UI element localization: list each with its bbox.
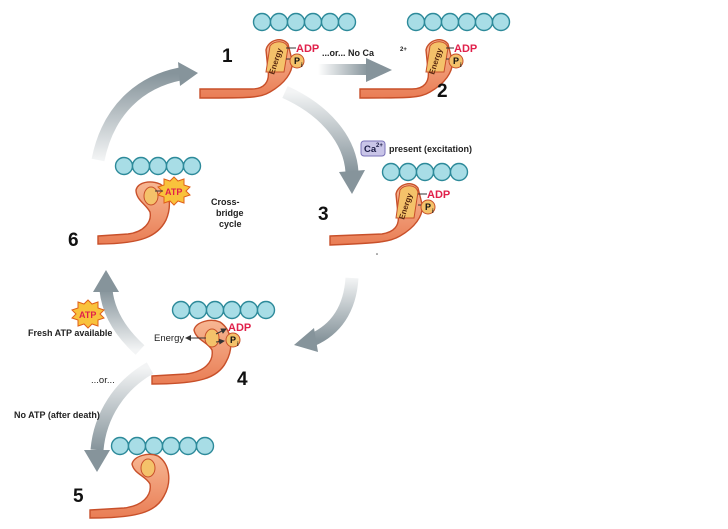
arrow-1-to-2 [318, 58, 392, 82]
dot [376, 253, 378, 255]
myosin-head: Energy [359, 39, 453, 99]
actin-filament [171, 300, 276, 320]
step-number-5: 5 [73, 486, 84, 507]
no-atp-label: No ATP (after death) [14, 410, 100, 420]
svg-text:i: i [301, 63, 303, 69]
state-3: Energy ADP P i 3 [318, 162, 469, 246]
step-number-4: 4 [237, 369, 248, 390]
adp-label: ADP [454, 43, 477, 55]
svg-text:P: P [453, 56, 459, 66]
arrow-4-to-6 [93, 270, 145, 355]
svg-text:P: P [294, 56, 300, 66]
arrow-6-to-1 [91, 62, 198, 162]
adp-label: ADP [427, 189, 450, 201]
step-number-3: 3 [318, 204, 329, 225]
or-label: ...or... [91, 375, 115, 386]
step-number-1: 1 [222, 46, 233, 67]
svg-text:i: i [460, 63, 462, 69]
myosin-head [89, 453, 170, 519]
state-4: Energy ADP P i 4 [151, 300, 276, 390]
svg-text:2+: 2+ [376, 143, 383, 149]
step-number-6: 6 [68, 230, 79, 251]
svg-text:2+: 2+ [400, 47, 407, 53]
myosin-head: Energy [329, 183, 423, 246]
step-number-2: 2 [437, 81, 448, 102]
svg-text:bridge: bridge [216, 208, 244, 218]
cross-bridge-cycle-label: Cross- bridge cycle [211, 197, 244, 229]
calcium-present-label: Ca 2+ present (excitation) [360, 140, 472, 157]
adp-label: ADP [296, 43, 319, 55]
actin-filament [110, 436, 215, 456]
arrow-1-to-3 [282, 86, 365, 194]
svg-text:...or... No Ca: ...or... No Ca [322, 48, 375, 58]
energy-label: Energy [154, 333, 184, 344]
svg-text:Fresh ATP available: Fresh ATP available [28, 328, 112, 338]
svg-text:i: i [237, 342, 239, 348]
svg-text:cycle: cycle [219, 219, 242, 229]
no-calcium-label: ...or... No Ca 2+ [322, 47, 407, 58]
atp-label: ATP [165, 187, 182, 197]
actin-filament [252, 12, 357, 32]
arrow-3-to-4 [294, 277, 359, 352]
fresh-atp-label: ATP Fresh ATP available [28, 299, 112, 338]
myosin-head [151, 319, 232, 385]
myosin-head [97, 181, 171, 245]
svg-text:P: P [425, 202, 431, 212]
svg-text:present (excitation): present (excitation) [389, 144, 472, 154]
phosphate-icon: P i [418, 199, 436, 215]
phosphate-icon: P i [286, 53, 305, 69]
state-1: Energy ADP P i 1 [199, 12, 357, 99]
phosphate-icon: P i [446, 53, 464, 69]
phosphate-icon: P i [215, 332, 241, 348]
calcium-badge [360, 140, 386, 157]
actin-filament [406, 12, 511, 32]
atp-burst-icon: ATP [155, 176, 191, 206]
actin-filament [114, 156, 202, 176]
svg-text:ATP: ATP [79, 310, 96, 320]
state-6: ATP 6 [68, 156, 202, 251]
myosin-head: Energy [199, 39, 293, 99]
svg-text:P: P [230, 335, 236, 345]
atp-burst-icon: ATP [71, 299, 105, 329]
svg-text:Cross-: Cross- [211, 197, 240, 207]
svg-text:Ca: Ca [364, 144, 377, 155]
svg-text:i: i [432, 209, 434, 215]
arrow-4-to-5 [84, 362, 154, 472]
adp-label: ADP [228, 322, 251, 334]
state-5: 5 [73, 436, 215, 519]
state-2: Energy ADP P i 2 [359, 12, 511, 102]
actin-filament [381, 162, 469, 182]
